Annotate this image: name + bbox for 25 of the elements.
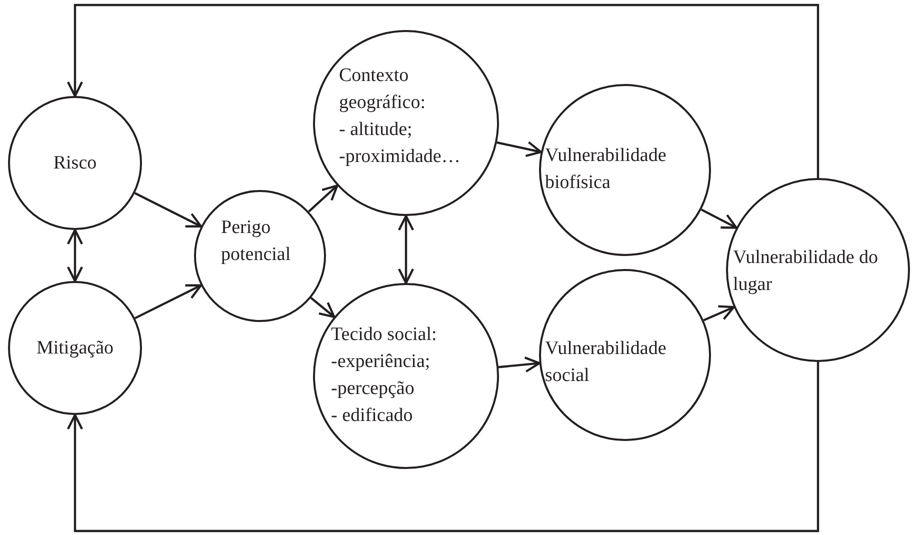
node-label: -proximidade… [339,145,462,169]
node-label: Contexto geográfico: [339,64,427,115]
arrow [700,208,738,229]
arrow [66,362,820,532]
arrow [310,297,336,318]
arrow [66,4,820,178]
arrow [496,141,542,157]
node-label: Vulnerabilidade social [545,337,668,388]
node-label: - altitude; [339,118,414,142]
node-label: Mitigação [36,336,114,360]
node-label: -experiência; [331,350,432,374]
node-label: Vulnerabilidade do lugar [733,246,880,297]
node-label: Tecido social: [331,323,438,347]
node-label: Risco [53,152,97,176]
arrow [134,192,202,228]
node-label: -percepção [331,377,416,401]
arrow [66,228,84,282]
node-label: - edificado [331,404,414,428]
node-label: Vulnerabilidade biofísica [545,144,668,195]
arrow [398,214,414,284]
arrow [498,356,540,373]
arrow [134,284,202,320]
node-label: Perigo potencial [221,216,292,267]
arrow [703,305,735,322]
arrow [308,184,338,212]
